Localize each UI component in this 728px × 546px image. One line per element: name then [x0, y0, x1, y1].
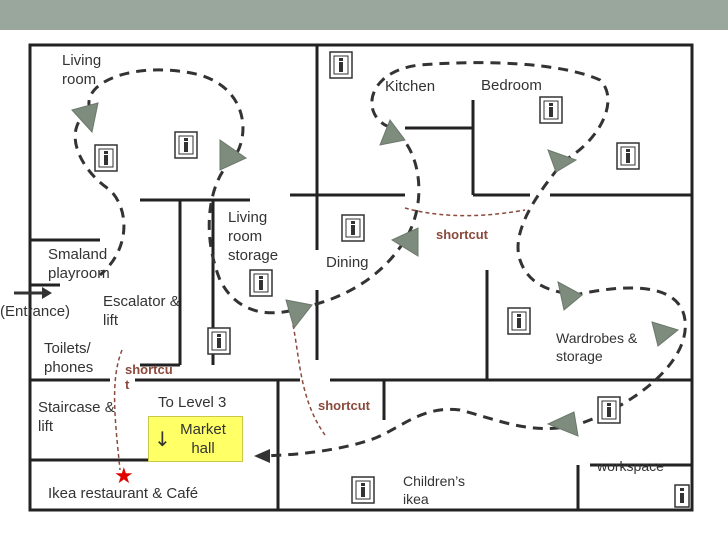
room-label-childrens-ikea: Children’s ikea	[403, 473, 465, 507]
shortcut-label: shortcut	[436, 227, 488, 242]
shortcut-path	[404, 207, 526, 217]
direction-arrow-icon	[285, 299, 313, 330]
room-label-kitchen: Kitchen	[385, 78, 436, 95]
info-kiosk-icon	[329, 51, 353, 79]
star-icon: ★	[114, 464, 134, 489]
room-label-toilets-phones: Toilets/ phones	[44, 340, 94, 376]
info-kiosk-icon	[507, 307, 531, 335]
info-kiosk-icon	[351, 476, 375, 504]
info-kiosks	[94, 51, 690, 508]
room-label-wardrobes-storage: Wardrobes & storage	[556, 330, 638, 364]
info-kiosk-icon	[207, 327, 231, 355]
room-label-workspace: workspace	[597, 458, 664, 474]
info-kiosk-icon	[674, 484, 690, 508]
room-label-living-room: Living room	[62, 52, 102, 88]
direction-arrow-icon	[219, 139, 248, 171]
info-kiosk-icon	[249, 269, 273, 297]
info-kiosk-icon	[597, 396, 621, 424]
shortcut-path	[113, 349, 123, 471]
direction-arrow-icon	[379, 118, 406, 146]
entrance-arrow-icon	[14, 287, 52, 299]
info-kiosk-icon	[174, 131, 198, 159]
room-label-dining: Dining	[326, 254, 369, 271]
direction-arrow-icon	[557, 281, 583, 311]
room-label-market-hall: Market hall	[180, 421, 226, 457]
room-label-to-level-3: To Level 3	[158, 394, 227, 411]
info-kiosk-icon	[616, 142, 640, 170]
direction-arrow-icon	[546, 411, 579, 437]
down-arrow-icon: ↓	[154, 427, 171, 451]
direction-arrow-icon	[651, 321, 680, 347]
header-bar	[0, 0, 728, 30]
direction-markers	[71, 102, 680, 437]
room-label-escalator-lift: Escalator & lift	[103, 293, 180, 329]
shortcut-label-part-1: shortcu	[125, 362, 173, 377]
direction-arrow-icon	[71, 102, 99, 134]
market-hall-box: ↓ Market hall	[148, 416, 243, 462]
outer-wall	[28, 43, 694, 512]
room-label-staircase-lift: Staircase & lift	[38, 399, 115, 435]
market-hall-arrow-icon	[254, 449, 270, 463]
room-label-entrance: (Entrance)	[0, 303, 71, 320]
info-kiosk-icon	[539, 96, 563, 124]
walls	[28, 43, 694, 512]
info-kiosk-icon	[341, 214, 365, 242]
room-label-living-room-storage: Living room storage	[228, 209, 279, 264]
direction-arrow-icon	[390, 227, 419, 257]
info-kiosk-icon	[94, 144, 118, 172]
main-route-start	[73, 108, 126, 277]
direction-arrow-icon	[547, 149, 578, 173]
room-label-smaland-playroom: Smaland playroom	[48, 246, 110, 282]
room-label-bedroom: Bedroom	[481, 77, 542, 94]
room-label-ikea-restaurant: Ikea restaurant & Café	[48, 485, 199, 502]
shortcut-label: shortcut	[318, 398, 370, 413]
shortcut-label-part-2: t	[125, 377, 130, 392]
